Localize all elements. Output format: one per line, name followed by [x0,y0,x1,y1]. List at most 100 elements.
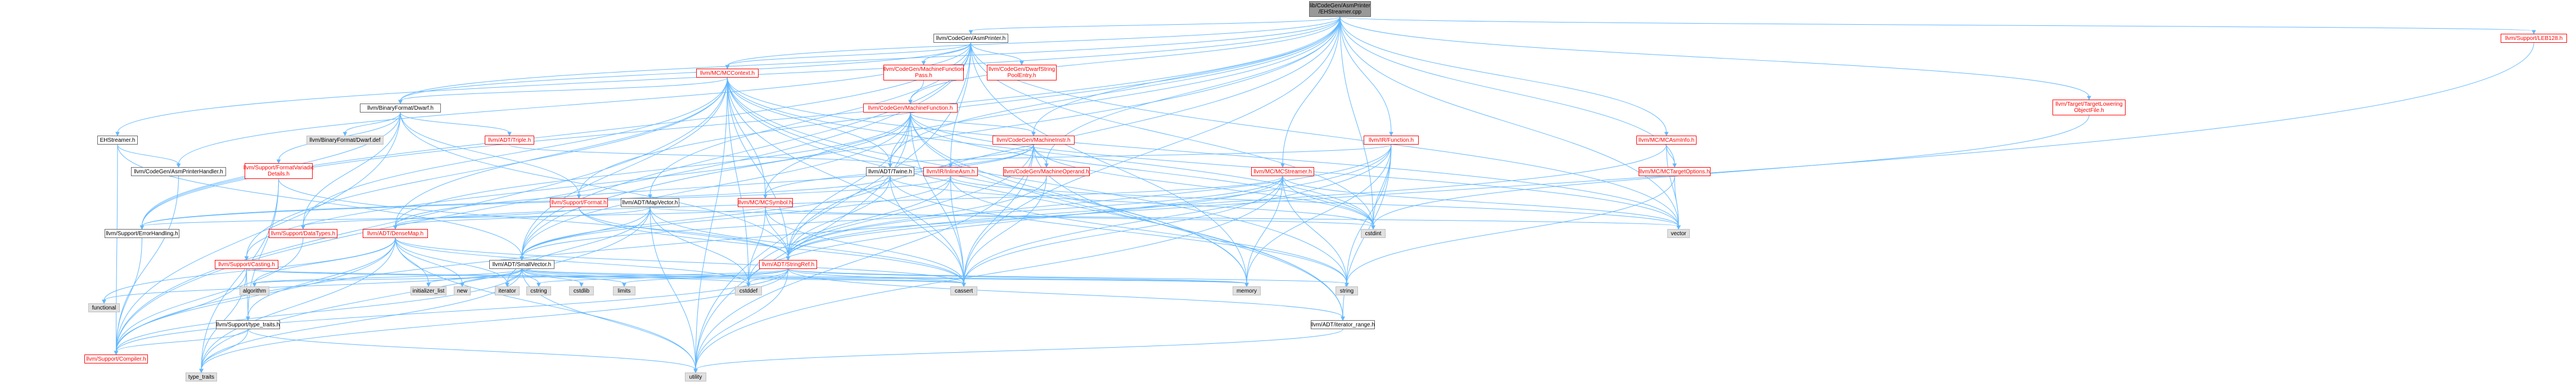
node-iterator[interactable]: iterator [495,286,520,295]
node-twine[interactable]: llvm/ADT/Twine.h [866,167,914,176]
node-vector[interactable]: vector [1667,229,1690,238]
dependency-edge [116,329,249,352]
edge-arrowhead [576,194,581,199]
node-algorithm[interactable]: algorithm [240,286,269,295]
dependency-edge [971,42,1247,284]
edge-arrowhead [1044,163,1049,168]
node-mcstreamer[interactable]: llvm/MC/MCStreamer.h [1251,167,1314,176]
node-binaryformat-dwarf[interactable]: llvm/BinaryFormat/Dwarf.h [360,104,441,113]
dependency-edge [788,176,951,258]
node-new[interactable]: new [454,286,471,295]
edge-arrowhead [507,132,512,137]
node-mcsymbol[interactable]: llvm/MC/MCSymbol.h [738,198,793,207]
node-type-traits[interactable]: type_traits [186,372,217,381]
node-cstdlib[interactable]: cstdlib [569,286,594,295]
dependency-edge [103,268,522,301]
dependency-edge [727,77,1347,284]
node-stringref[interactable]: llvm/ADT/StringRef.h [759,260,817,269]
node-mccontext[interactable]: llvm/MC/MCContext.h [696,69,759,78]
dependency-edge [695,176,1283,370]
node-triple[interactable]: llvm/ADT/Triple.h [485,136,534,145]
dependency-edge [395,237,508,284]
edge-arrowhead [342,132,348,137]
dependency-edge [395,176,1283,227]
node-leb128[interactable]: llvm/Support/LEB128.h [2501,34,2567,43]
dependency-edge [788,144,1392,258]
dependency-edge [395,112,911,227]
dependency-edge [395,237,696,370]
edge-arrowhead [1672,163,1677,168]
node-mapvector[interactable]: llvm/ADT/MapVector.h [621,198,679,207]
root-node-ehstreamer-cpp[interactable]: lib/CodeGen/AsmPrinter /EHStreamer.cpp [1309,1,1371,17]
node-datatypes[interactable]: llvm/Support/DataTypes.h [269,229,337,238]
dependency-edge [116,268,522,352]
node-machineinstr[interactable]: llvm/CodeGen/MachineInstr.h [992,136,1075,145]
dependency-edge [1339,16,2534,32]
node-dwarfstringpoolentry[interactable]: llvm/CodeGen/DwarfString PoolEntry.h [987,65,1057,80]
dependency-edge [521,176,951,258]
node-cstdint[interactable]: cstdint [1361,229,1386,238]
node-limits[interactable]: limits [613,286,635,295]
dependency-edge [103,237,396,301]
node-cstddef[interactable]: cstddef [735,286,762,295]
dependency-edge [788,268,1247,284]
dependency-edge [1346,144,1392,284]
dependency-edge [395,207,651,227]
dependency-edge [727,77,891,165]
node-support-type-traits[interactable]: llvm/Support/type_traits.h [216,320,280,329]
dependency-edge [727,77,1679,227]
node-inlineasm[interactable]: llvm/IR/InlineAsm.h [923,167,978,176]
dependency-edge [1339,16,1392,133]
node-dwarf-def[interactable]: llvm/BinaryFormat/Dwarf.def [306,136,384,145]
dependency-edge [695,42,971,370]
node-utility[interactable]: utility [685,372,706,381]
dependency-edge [971,42,1022,62]
node-errorhandling[interactable]: llvm/Support/ErrorHandling.h [105,229,179,238]
dependency-edge [521,112,911,258]
node-iterator-range[interactable]: llvm/ADT/iterator_range.h [1311,320,1375,329]
node-targetloweringobjectfile[interactable]: llvm/Target/TargetLowering ObjectFile.h [2052,100,2126,115]
node-string[interactable]: string [1336,286,1358,295]
dependency-edge [579,207,788,258]
edge-arrowhead [252,282,257,288]
dependency-edge [1033,144,1343,318]
node-asmprinterhandler[interactable]: llvm/CodeGen/AsmPrinterHandler.h [131,167,226,176]
node-mcasminfo[interactable]: llvm/MC/MCAsmInfo.h [1636,136,1697,145]
node-asmprinter[interactable]: llvm/CodeGen/AsmPrinter.h [933,34,1008,43]
node-densemap[interactable]: llvm/ADT/DenseMap.h [363,229,428,238]
dependency-edge [303,112,401,227]
edge-arrowhead [1664,132,1669,137]
node-machineoperand[interactable]: llvm/CodeGen/MachineOperand.h [1003,167,1090,176]
edge-arrowhead [1676,225,1681,230]
node-initializer-list[interactable]: initializer_list [410,286,446,295]
node-casting[interactable]: llvm/Support/Casting.h [215,260,278,269]
node-ehstreamer-h[interactable]: EHStreamer.h [97,136,138,145]
node-compiler[interactable]: llvm/Support/Compiler.h [84,354,148,363]
node-function[interactable]: llvm/IR/Function.h [1364,136,1419,145]
dependency-edge [246,268,964,284]
dependency-edge [910,112,1343,318]
dependency-edge [538,268,788,284]
edge-arrowhead [725,65,730,70]
dependency-edge [890,176,964,284]
node-cstring[interactable]: cstring [526,286,551,295]
dependency-edge [395,237,463,284]
node-memory[interactable]: memory [1233,286,1261,295]
dependency-edge [923,42,971,62]
node-machinefunctionpass[interactable]: llvm/CodeGen/MachineFunction Pass.h [883,65,964,80]
dependency-edge [246,77,728,258]
node-formatvariadicdetails[interactable]: llvm/Support/FormatVariadic Details.h [243,163,314,179]
dependency-edge [201,268,788,370]
node-cassert[interactable]: cassert [950,286,977,295]
edge-arrowhead [786,256,791,261]
node-functional[interactable]: functional [88,303,120,312]
dependency-edge [1033,144,1374,227]
node-format[interactable]: llvm/Support/Format.h [550,198,608,207]
dependency-edge [400,16,1341,101]
dependency-edge [345,112,401,133]
edge-arrowhead [1389,132,1393,137]
node-mctargetoptions[interactable]: llvm/MC/MCTargetOptions.h [1639,167,1711,176]
node-smallvector[interactable]: llvm/ADT/SmallVector.h [489,260,554,269]
node-machinefunction[interactable]: llvm/CodeGen/MachineFunction.h [863,104,958,113]
